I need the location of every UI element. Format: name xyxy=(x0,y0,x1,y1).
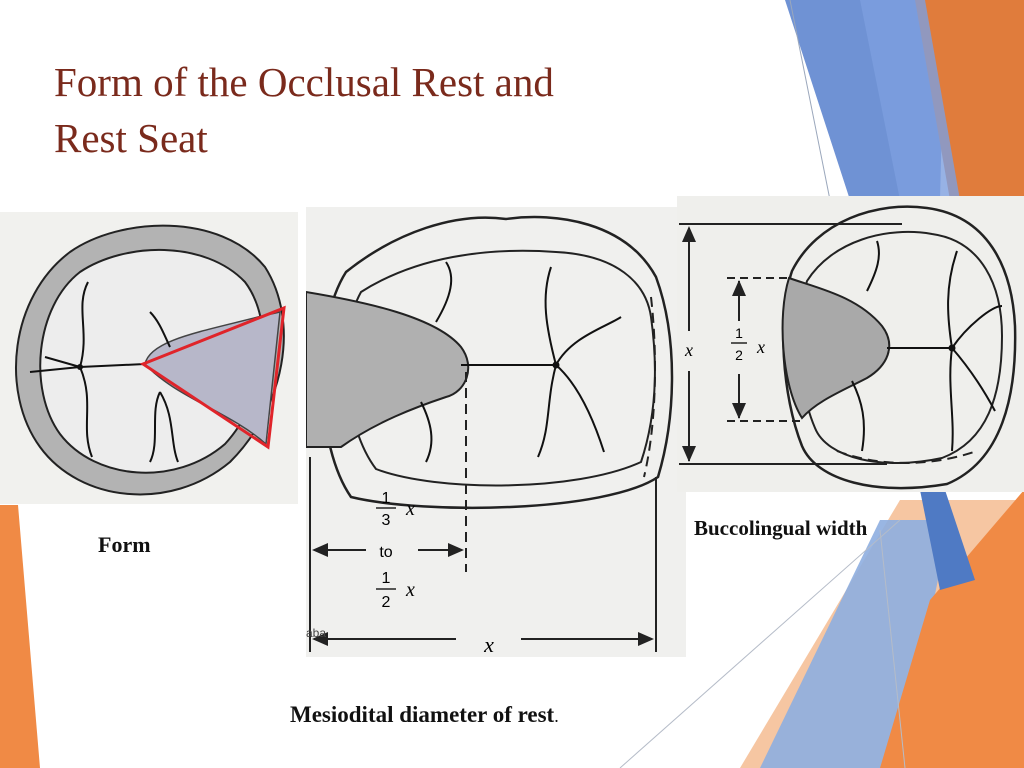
fraction-top-numerator: 1 xyxy=(382,490,391,507)
corner-text: aba xyxy=(306,626,326,640)
fraction-bottom-denominator: 2 xyxy=(382,594,391,611)
slide-title: Form of the Occlusal Rest and Rest Seat xyxy=(54,54,754,166)
fissure-line xyxy=(537,364,557,458)
mesiodistal-caption-period: . xyxy=(554,706,559,726)
rest-seat-shaded xyxy=(144,311,281,446)
form-caption: Form xyxy=(98,532,151,557)
mesiodistal-caption-text: Mesiodital diameter of rest xyxy=(290,702,555,727)
fissure-line xyxy=(420,401,433,463)
slide-title-line2: Rest Seat xyxy=(54,115,208,161)
fraction-bottom-variable: x xyxy=(405,579,415,601)
full-width-label: x xyxy=(483,632,494,657)
fraction-top-denominator: 3 xyxy=(382,512,391,529)
buccolingual-caption: Buccolingual width xyxy=(694,516,868,540)
form-figure xyxy=(0,212,298,504)
arrowhead xyxy=(312,543,328,557)
left-edge-orange-shape xyxy=(0,505,40,768)
fissure-line xyxy=(44,356,81,368)
fissure-line xyxy=(149,391,161,463)
mesiodistal-caption: Mesiodital diameter of rest. xyxy=(290,702,559,728)
fissure-line xyxy=(544,266,557,366)
fissure-line xyxy=(79,281,89,368)
tooth-occlusal-table xyxy=(345,249,656,487)
arrowhead xyxy=(732,280,746,296)
tooth-outer-outline xyxy=(320,215,674,510)
triangular-form-outline xyxy=(139,305,286,450)
fissure-line xyxy=(159,391,179,463)
distal-marginal-dashed xyxy=(643,296,657,478)
dashed-outline xyxy=(836,450,978,464)
central-pit xyxy=(948,344,956,352)
top-right-light-shape xyxy=(860,0,960,200)
top-right-line xyxy=(789,0,831,201)
fraction-top-variable: x xyxy=(405,498,415,520)
central-pit xyxy=(552,361,560,369)
bottom-right-orange-shape xyxy=(880,490,1024,768)
full-height-label: x xyxy=(684,340,693,360)
fissure-line xyxy=(951,305,1003,349)
half-variable: x xyxy=(756,337,765,357)
fissure-line xyxy=(79,366,93,458)
arrowhead xyxy=(312,632,328,646)
fraction-bottom-numerator: 1 xyxy=(382,570,391,587)
arrowhead xyxy=(682,226,696,242)
tooth-occlusal-table xyxy=(798,230,1004,464)
mesiodistal-figure: 1 3 x to 1 2 x x aba xyxy=(306,207,686,657)
fissure-line xyxy=(951,347,996,412)
rest-shaded xyxy=(306,290,470,448)
arrowhead xyxy=(638,632,654,646)
to-label: to xyxy=(379,544,392,561)
fissure-line xyxy=(866,240,880,292)
bottom-right-line-2 xyxy=(879,529,906,768)
arrowhead xyxy=(682,446,696,462)
fissure-line xyxy=(851,380,865,452)
mesiodistal-figure-background xyxy=(306,207,686,657)
half-numerator: 1 xyxy=(735,325,743,341)
fissure-line xyxy=(949,347,954,452)
bottom-right-blue-strip xyxy=(920,490,975,590)
fissure-line xyxy=(149,311,171,348)
tooth-outer-outline xyxy=(782,205,1017,490)
slide-title-line1: Form of the Occlusal Rest and xyxy=(54,59,554,105)
bottom-right-line xyxy=(619,519,901,768)
fissure-line xyxy=(555,364,605,453)
half-denominator: 2 xyxy=(735,347,743,363)
rest-shaded xyxy=(781,276,891,420)
arrowhead xyxy=(448,543,464,557)
arrowhead xyxy=(732,403,746,419)
fissure-line xyxy=(435,261,453,323)
fissure-line xyxy=(947,250,958,349)
fissure-line xyxy=(555,316,622,366)
central-pit xyxy=(77,364,83,370)
buccolingual-figure: x 1 2 x xyxy=(677,196,1024,492)
